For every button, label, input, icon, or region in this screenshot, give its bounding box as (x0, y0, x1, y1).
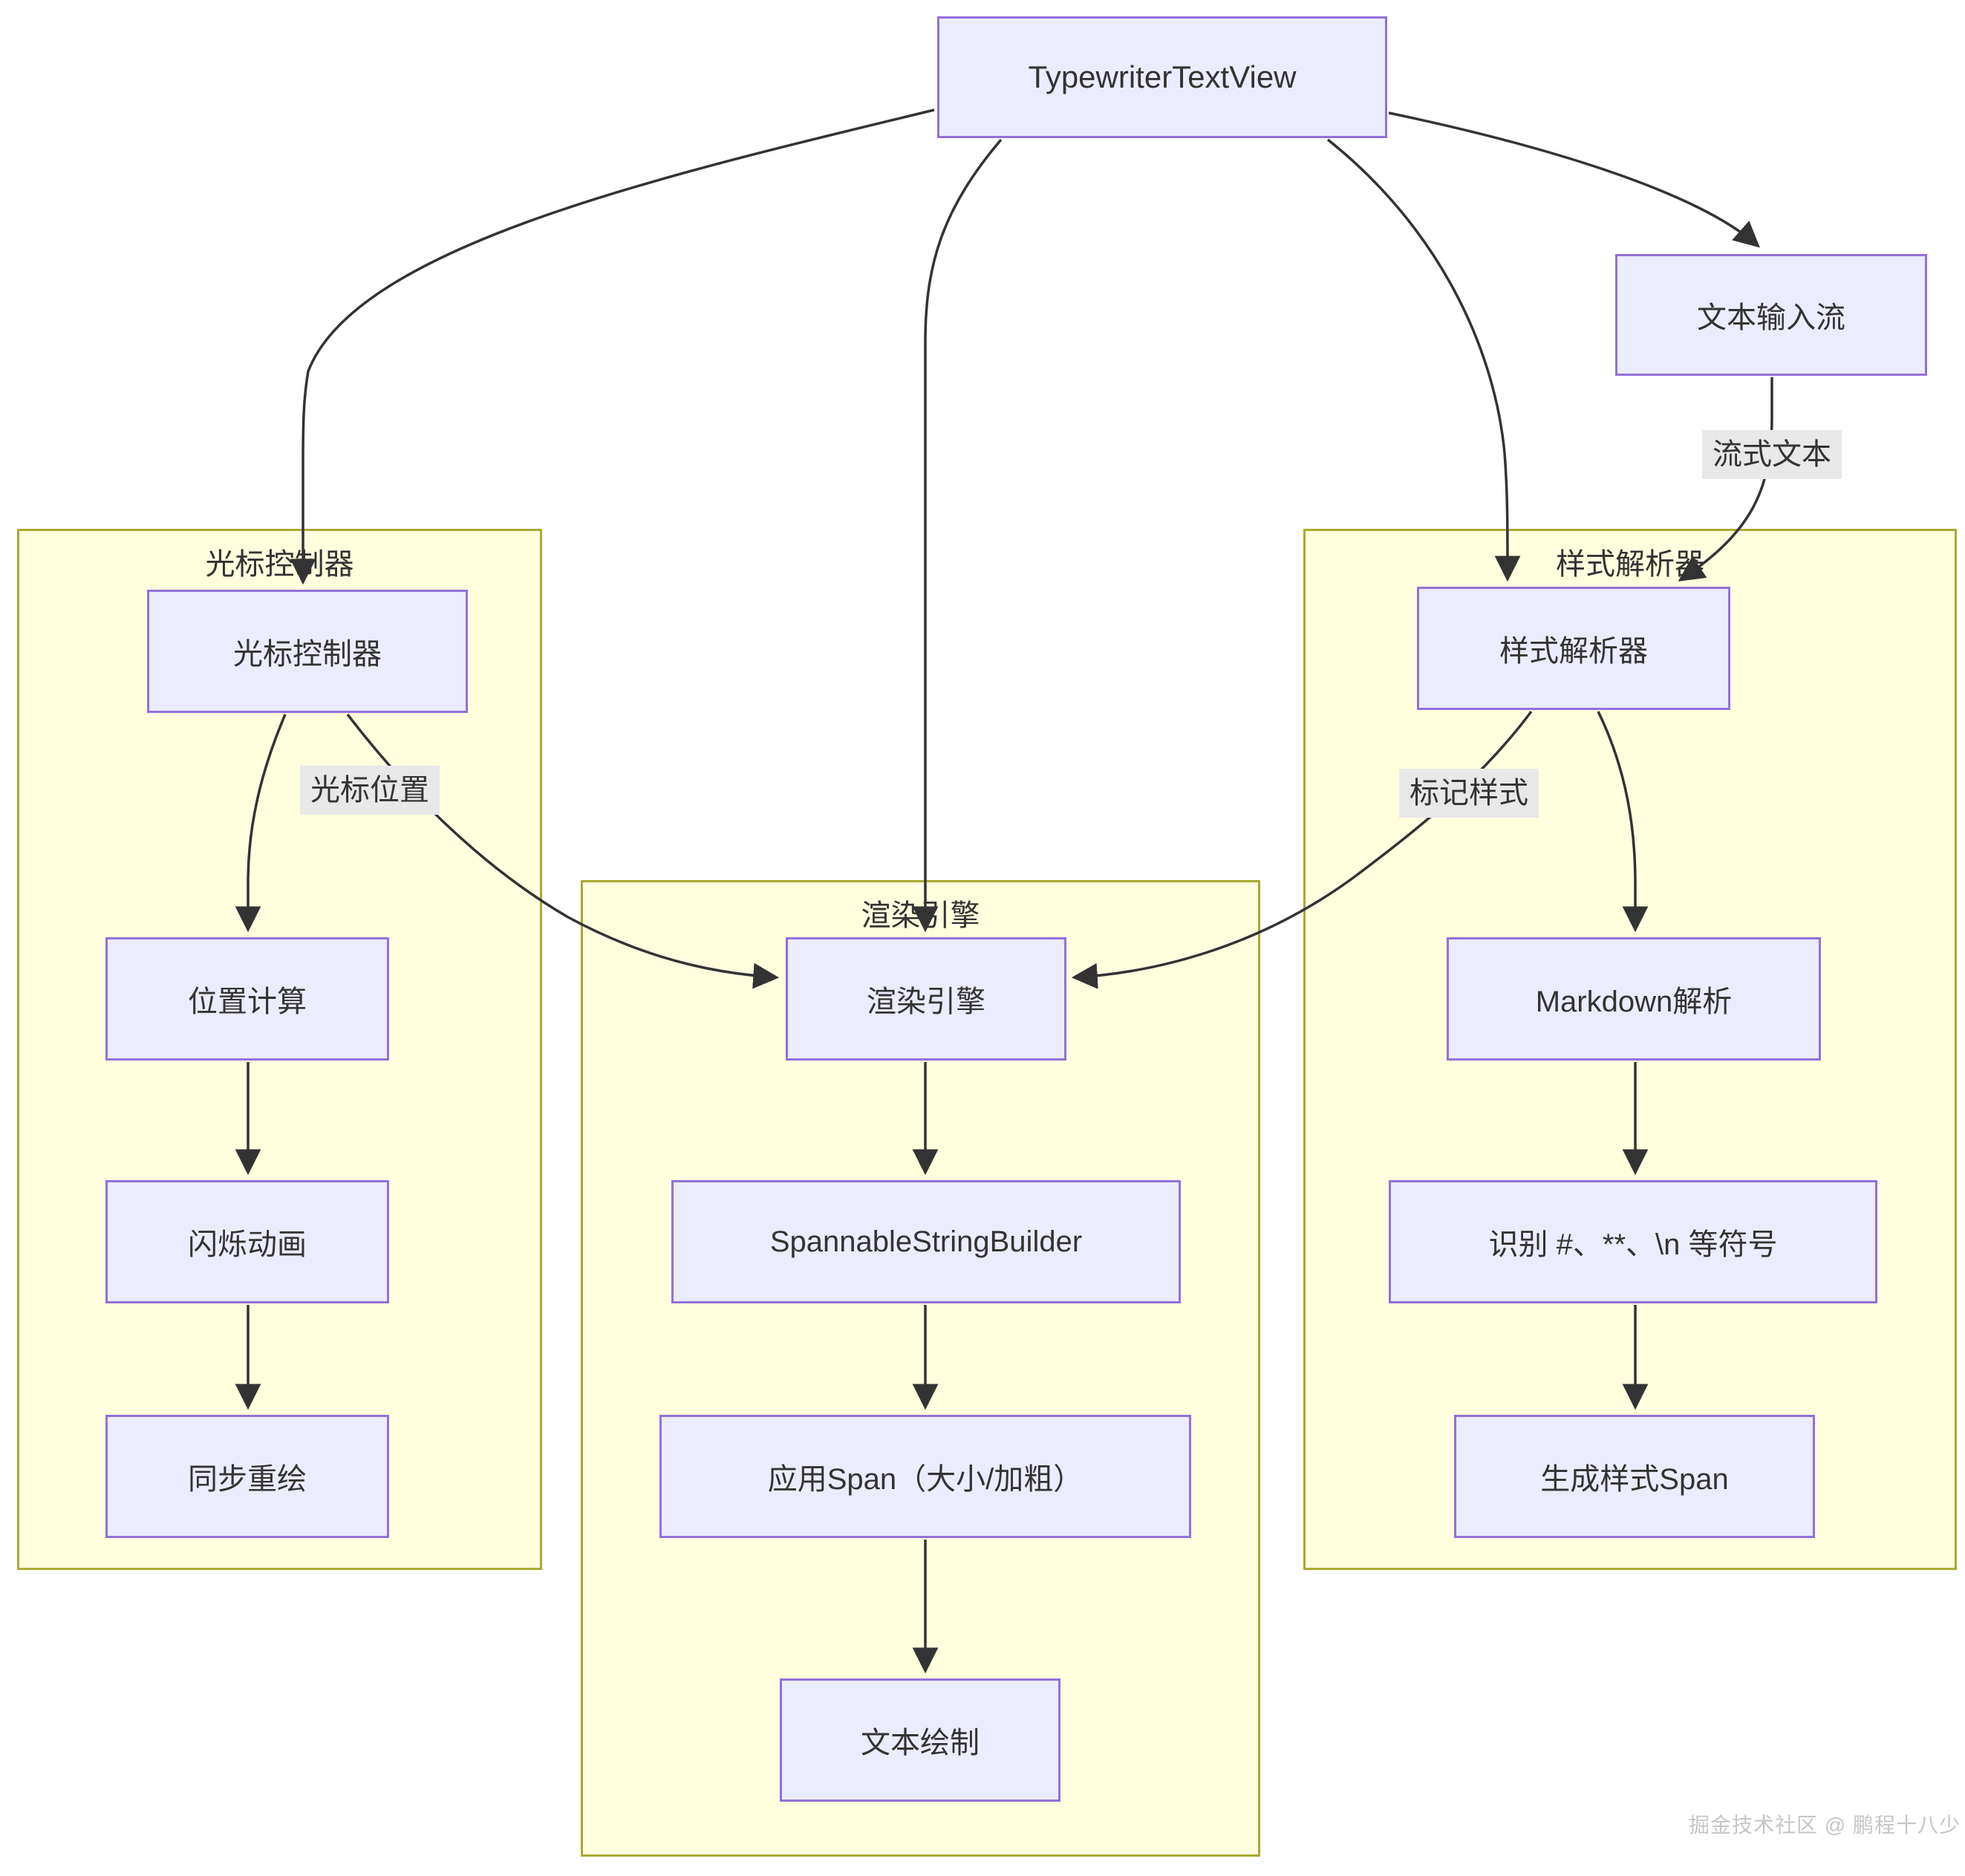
edge-label-cursor-position: 光标位置 (300, 766, 440, 815)
node-sync-redraw: 同步重绘 (105, 1415, 389, 1538)
node-typewriter-textview: TypewriterTextView (937, 16, 1387, 138)
edge-2 (1326, 138, 1521, 582)
node-cursor-controller: 光标控制器 (147, 590, 468, 713)
edge-label-stream-text: 流式文本 (1702, 430, 1842, 479)
subgraph-cursor-controller-title: 光标控制器 (205, 548, 354, 581)
node-spannable-string-builder: SpannableStringBuilder (671, 1180, 1181, 1303)
node-blink-animation: 闪烁动画 (105, 1180, 389, 1303)
watermark-text: 掘金技术社区 @ 鹏程十八少 (1689, 1814, 1961, 1837)
subgraph-style-parser-title: 样式解析器 (1556, 548, 1704, 581)
edge-0 (290, 108, 935, 585)
node-markdown-parse: Markdown解析 (1447, 937, 1821, 1061)
edge-3 (1388, 111, 1760, 248)
node-style-parser: 样式解析器 (1417, 587, 1730, 710)
node-text-input-stream: 文本输入流 (1615, 254, 1927, 376)
edge-1 (912, 138, 1003, 933)
subgraph-render-engine-title: 渲染引擎 (861, 899, 980, 932)
node-render-engine: 渲染引擎 (786, 937, 1066, 1061)
node-apply-span: 应用Span（大小/加粗） (659, 1415, 1191, 1538)
node-recognize-symbols: 识别 #、**、\n 等符号 (1389, 1180, 1877, 1303)
node-position-calc: 位置计算 (105, 937, 389, 1061)
edge-label-mark-style: 标记样式 (1399, 769, 1539, 818)
node-generate-style-span: 生成样式Span (1454, 1415, 1815, 1538)
node-text-draw: 文本绘制 (780, 1678, 1060, 1802)
